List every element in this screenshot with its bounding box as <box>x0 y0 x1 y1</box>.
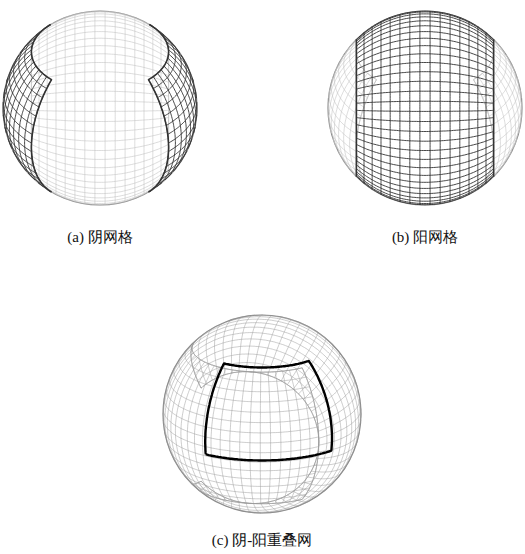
sphere-outline <box>163 315 361 513</box>
grid-lines <box>328 25 522 193</box>
sphere-outline <box>328 11 522 205</box>
yin-grid-sphere <box>3 11 197 205</box>
grid-lines <box>3 25 197 193</box>
figure-caption: (a) 阴网格 <box>67 228 132 246</box>
region-box <box>205 361 332 461</box>
figure-caption: (c) 阴-阳重叠网 <box>212 531 312 549</box>
grid-lines <box>191 315 361 513</box>
grid-lines <box>356 11 493 205</box>
grid-boundary <box>31 39 168 176</box>
grid-lines <box>31 11 168 205</box>
figure-caption: (b) 阳网格 <box>392 228 458 246</box>
yin-yang-overlap-sphere <box>163 315 361 513</box>
yang-grid-sphere <box>328 11 522 205</box>
grid-boundary <box>356 39 493 176</box>
sphere-outline <box>3 11 197 205</box>
grid-boundary <box>31 25 168 193</box>
